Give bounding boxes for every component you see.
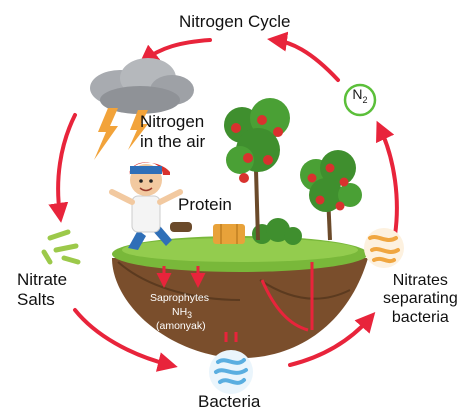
label-nitrates-separating-bacteria: Nitrates separating bacteria <box>383 272 458 327</box>
apple-tree-icon <box>300 150 362 241</box>
soil-label-saprophytes: Saprophytes <box>150 292 209 304</box>
label-nitrate-salts: Nitrate Salts <box>17 270 67 309</box>
bacteria-icon <box>209 350 253 394</box>
cloud-icon <box>90 58 194 114</box>
label-nitrogen-in-air-line1: Nitrogen <box>140 112 205 131</box>
apple-tree-icon <box>224 98 290 241</box>
label-separating-line1: Nitrates <box>392 272 448 289</box>
label-nitrogen-in-air-line2: in the air <box>140 131 206 151</box>
arrow-bacteria-to-separating <box>288 312 376 367</box>
diagram-title: Nitrogen Cycle <box>179 12 291 31</box>
soil-label-amonyak: (amonyak) <box>156 320 206 332</box>
label-protein: Protein <box>178 195 232 214</box>
n2-badge-label: N2 <box>345 86 375 105</box>
nitrate-bacteria-icon <box>41 229 81 265</box>
soil-label-nh3: NH3 <box>172 306 192 321</box>
label-nitrate-salts-line1: Nitrate <box>17 270 68 289</box>
label-nitrate-salts-line2: Salts <box>17 289 55 309</box>
soil-island-icon <box>112 236 368 359</box>
label-separating-line3: bacteria <box>391 308 449 326</box>
label-nitrogen-in-air: Nitrogen in the air <box>140 112 205 151</box>
lightning-icon <box>94 108 148 160</box>
boy-icon <box>109 162 192 250</box>
nh3-base: NH <box>172 306 188 318</box>
n2-badge-icon <box>343 83 377 117</box>
n2-symbol: N <box>352 86 363 102</box>
n2-subscript: 2 <box>362 94 368 105</box>
arrow-separating-to-n2 <box>376 120 399 237</box>
nh3-subscript: 3 <box>187 310 193 321</box>
label-bacteria: Bacteria <box>198 392 261 411</box>
arrow-cloud-to-nitrate <box>48 113 77 223</box>
separating-bacteria-icon <box>364 228 404 268</box>
arrow-title-to-cloud <box>138 38 212 65</box>
label-separating-line2: separating <box>383 290 458 308</box>
soil-arrows <box>156 262 314 342</box>
cycle-arrows <box>48 31 399 372</box>
hay-bale-icon <box>213 224 245 244</box>
arrow-nitrate-to-bacteria <box>73 308 178 372</box>
arrow-n2-to-title <box>267 31 340 82</box>
